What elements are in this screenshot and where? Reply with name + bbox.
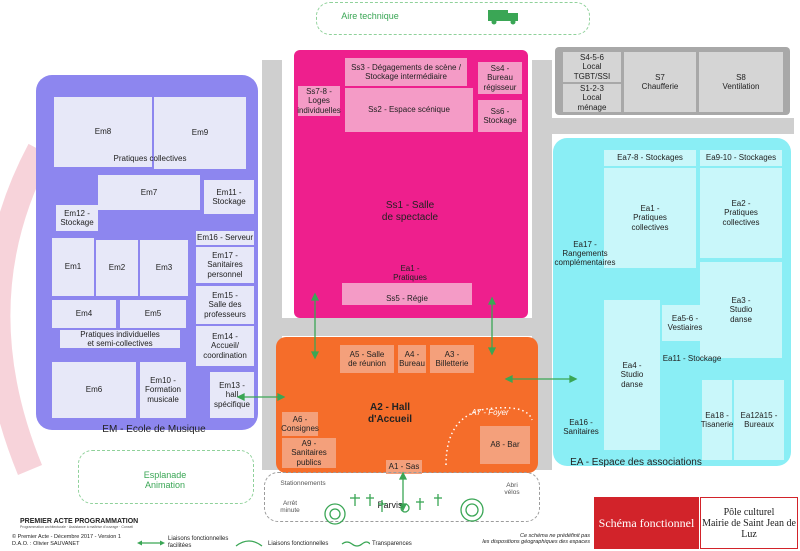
room-ea11: Ea11 - Stockage [662, 354, 722, 363]
room-a5: A5 - Salle de réunion [340, 345, 394, 373]
arret-minute-label: Arrêt minute [280, 500, 300, 515]
room-em9: Em9 [154, 97, 246, 169]
room-em10: Em10 - Formation musicale [140, 362, 186, 418]
legend-liaison-facilitee: Liaisons fonctionnelles facilitées [168, 536, 229, 549]
parvis-people-trees [324, 494, 484, 525]
room-em8: Em8 [54, 97, 152, 167]
legend-liaison-arc [235, 540, 263, 547]
room-ea2: Ea2 - Pratiques collectives [700, 168, 782, 258]
room-a4: A4 - Bureau [398, 345, 426, 373]
room-s8: S8 Ventilation [699, 52, 783, 112]
room-a1: A1 - Sas [386, 460, 422, 474]
room-ea18: Ea18 - Tisanerie [701, 380, 733, 460]
schema-title: Schéma fonctionnel [594, 497, 699, 549]
room-em14: Em14 - Accueil/ coordination [196, 326, 254, 366]
room-ea56: Ea5-6 - Vestiaires [662, 305, 708, 341]
zone-ea-title: EA - Espace des associations [570, 457, 702, 468]
room-a8: A8 - Bar [480, 426, 530, 464]
room-ss6: Ss6 - Stockage [478, 100, 522, 132]
aire-technique-label: Aire technique [341, 11, 399, 21]
footer-copyright: © Premier Acte - Décembre 2017 - Version… [12, 534, 121, 540]
room-ea78: Ea7-8 - Stockages [604, 150, 696, 166]
room-em2: Em2 [96, 240, 138, 296]
room-ea4: Ea4 - Studio danse [604, 300, 660, 450]
room-ea16: Ea16 - Sanitaires [563, 418, 599, 437]
room-em6: Em6 [52, 362, 136, 418]
room-a9: A9 - Sanitaires publics [282, 438, 336, 468]
room-ea3: Ea3 - Studio danse [700, 262, 782, 358]
room-s7: S7 Chaufferie [624, 52, 696, 112]
footer-disclaimer: Ce schéma ne prédéfinit pas les disposit… [482, 533, 590, 546]
schema-subtitle-text: Pôle culturel Mairie de Saint Jean de Lu… [702, 506, 796, 540]
footer-logo: PREMIER ACTE PROGRAMMATION Programmation… [20, 518, 170, 529]
room-em11: Em11 - Stockage [204, 180, 254, 214]
legend-liaison: Liaisons fonctionnelles [268, 541, 329, 547]
em-pratiques-indiv-label: Pratiques individuelles et semi-collecti… [60, 330, 180, 349]
room-ea1215: Ea12à15 - Bureaux [734, 380, 784, 460]
room-s456: S4-5-6 Local TGBT/SSI [563, 52, 621, 82]
room-ss4: Ss4 - Bureau régisseur [478, 62, 522, 94]
room-ea910: Ea9-10 - Stockages [700, 150, 782, 166]
room-ss3: Ss3 - Dégagements de scène / Stockage in… [345, 58, 467, 86]
stationnements-label: Stationnements [280, 480, 326, 487]
room-a6: A6 - Consignes [281, 412, 319, 436]
room-a7: A7 - Foyer [471, 408, 509, 417]
legend-liaison-facilitee-arrow [137, 540, 165, 546]
room-ss2: Ss2 - Espace scénique [345, 88, 473, 132]
zone-em-title: EM - Ecole de Musique [102, 424, 206, 435]
parvis-label: Parvis [377, 500, 403, 510]
room-s123: S1-2-3 Local ménage [563, 84, 621, 112]
em-pratiques-collectives-label: Pratiques collectives [113, 154, 187, 163]
legend-transparence-wave [341, 541, 370, 547]
zone-a-title: A2 - Hall d'Accueil [367, 402, 413, 425]
room-em3: Em3 [140, 240, 188, 296]
abri-velos-label: Abri vélos [504, 482, 520, 497]
corridor-horizontal-middle [262, 318, 552, 336]
esplanade-label: Esplanade Animation [143, 470, 187, 491]
corridor-horizontal-top-right [532, 118, 794, 134]
room-em4: Em4 [52, 300, 116, 328]
room-em1: Em1 [52, 238, 94, 296]
parvis-zone [264, 472, 540, 522]
truck-icon [488, 10, 518, 25]
foyer-dots [445, 407, 533, 466]
room-ea1: Ea1 - Pratiques collectives [604, 168, 696, 268]
company-subtitle: Programmation architecturale · Assistanc… [20, 525, 134, 529]
legend-transparences: Transparences [372, 541, 412, 547]
aire-technique-zone [316, 2, 590, 35]
room-em15: Em15 - Salle des professeurs [196, 286, 254, 324]
room-em5: Em5 [120, 300, 186, 328]
room-em16: Em16 - Serveur [196, 231, 254, 245]
room-ea17: Ea17 - Rangements complémentaires [554, 240, 616, 268]
esplanade-zone [78, 450, 254, 504]
zone-ss-title: Ss1 - Salle de spectacle [381, 200, 439, 223]
room-em17: Em17 - Sanitaires personnel [196, 247, 254, 283]
schema-subtitle: Pôle culturel Mairie de Saint Jean de Lu… [700, 497, 798, 549]
room-ss5: Ss5 - Régie [342, 283, 472, 305]
room-ss78: Ss7-8 - Loges individuelles [297, 86, 341, 116]
room-a3: A3 - Billetterie [430, 345, 474, 373]
footer-dao: D.A.O. : Olivier SAUVANET [12, 541, 80, 547]
room-em13: Em13 - hall spécifique [210, 372, 254, 418]
room-em12: Em12 - Stockage [56, 205, 98, 231]
company-name: PREMIER ACTE PROGRAMMATION [20, 518, 139, 525]
room-em7: Em7 [98, 175, 200, 210]
